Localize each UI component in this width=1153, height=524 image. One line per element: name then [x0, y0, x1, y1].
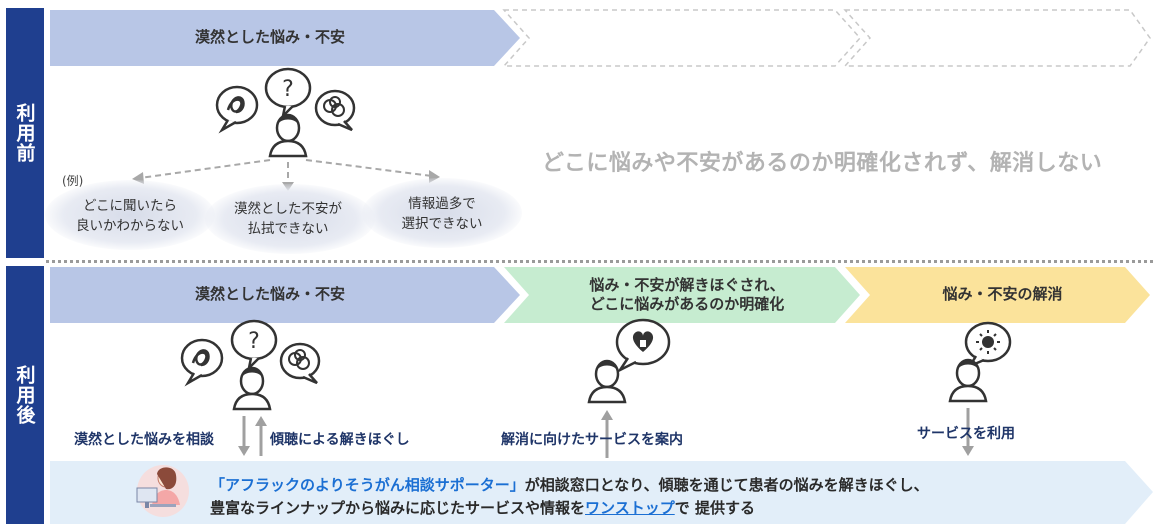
example-bubble-2-line1: 漠然とした不安が	[234, 201, 342, 217]
consult-arrows	[238, 416, 267, 456]
banner-highlight-one-stop: ワンストップ	[585, 499, 675, 518]
after-stage-2-chevron: 悩み・不安が解きほぐされ、 どこに悩みがあるのか明確化	[504, 267, 860, 323]
use-label: サービスを利用	[917, 426, 1015, 442]
guide-label: 解消に向けたサービスを案内	[501, 432, 683, 448]
tangle-bubble-icon	[215, 85, 259, 134]
sun-bubble-icon	[964, 321, 1012, 369]
before-side-label: 利用前	[6, 8, 44, 258]
banner-text-1: が相談窓口となり、傾聴を通じて患者の悩みを解きほぐし、	[524, 476, 929, 494]
example-bubble-1-line1: どこに聞いたら	[82, 198, 178, 214]
tangle-bubble-icon	[314, 89, 356, 132]
example-bubble-3-line1: 情報過多で	[408, 196, 476, 212]
before-stage-title: 漠然とした悩み・不安	[194, 28, 345, 47]
listening-label: 傾聴による解きほぐし	[270, 432, 410, 448]
after-stage-2-title-line1: 悩み・不安が解きほぐされ、	[589, 275, 785, 294]
example-label: (例)	[62, 174, 84, 188]
banner-line-1: 「アフラックのよりそうがん相談サポーター」が相談窓口となり、傾聴を通じて患者の悩…	[210, 474, 929, 497]
person-icon	[232, 366, 272, 411]
person-icon	[268, 113, 308, 158]
tangle-bubble-icon	[180, 338, 224, 387]
banner-text: 「アフラックのよりそうがん相談サポーター」が相談窓口となり、傾聴を通じて患者の悩…	[210, 474, 929, 521]
after-side-label: 利用後	[6, 266, 44, 524]
after-stage-1-chevron: 漠然とした悩み・不安	[50, 267, 520, 323]
example-bubble-1-line2: 良いかわからない	[76, 217, 184, 234]
question-bubble-icon: ?	[264, 67, 312, 120]
after-stage-3-title: 悩み・不安の解消	[942, 285, 1063, 304]
banner-text-2b: で 提供する	[674, 499, 755, 518]
before-dashed-arrows	[139, 159, 433, 183]
example-bubble-2: 漠然とした不安が 払拭できない	[218, 200, 358, 239]
before-stage-chevron: 漠然とした悩み・不安	[50, 10, 520, 66]
after-stage-1-title: 漠然とした悩み・不安	[194, 285, 345, 304]
bubble-background	[362, 178, 522, 248]
bubble-background	[205, 184, 375, 254]
operator-icon	[136, 465, 189, 517]
banner-highlight-service-name: 「アフラックのよりそうがん相談サポーター」	[210, 476, 525, 494]
example-bubble-3: 情報過多で 選択できない	[372, 195, 512, 234]
person-icon	[948, 358, 988, 403]
person-icon	[587, 359, 627, 404]
before-outcome-message: どこに悩みや不安があるのか明確化されず、解消しない	[542, 151, 1103, 176]
after-stage-2-title-line2: どこに悩みがあるのか明確化	[589, 295, 785, 313]
heart-lock-bubble-icon	[615, 318, 671, 374]
svg-text:?: ?	[248, 329, 260, 354]
consult-label: 漠然とした悩みを相談	[74, 432, 214, 448]
example-bubble-3-line2: 選択できない	[401, 215, 483, 232]
bubble-background	[45, 180, 215, 250]
section-divider	[46, 260, 1153, 263]
banner-line-2: 豊富なラインナップから悩みに応じたサービスや情報をワンストップで 提供する	[210, 497, 929, 520]
after-stage-3-chevron: 悩み・不安の解消	[845, 267, 1150, 323]
example-bubble-1: どこに聞いたら 良いかわからない	[62, 197, 198, 236]
svg-text:?: ?	[282, 77, 294, 102]
tangle-bubble-icon	[279, 342, 321, 385]
question-bubble-icon: ?	[230, 319, 278, 372]
banner-text-2a: 豊富なラインナップから悩みに応じたサービスや情報を	[210, 499, 586, 518]
example-bubble-2-line2: 払拭できない	[247, 220, 329, 237]
